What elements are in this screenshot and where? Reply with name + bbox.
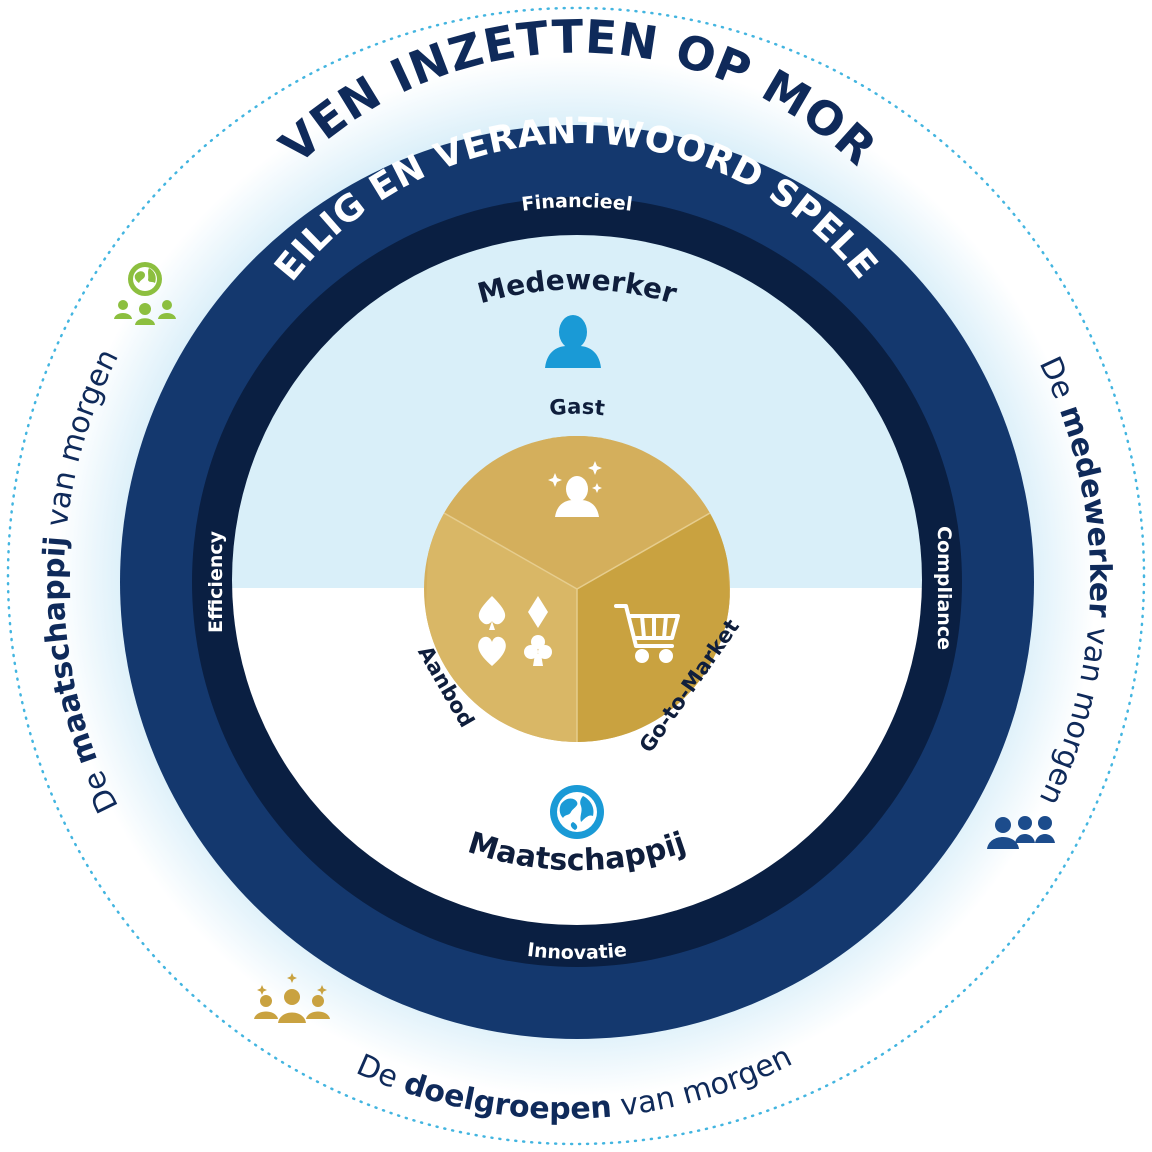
- star-person-icon: [548, 461, 602, 517]
- core-circle: [424, 436, 730, 742]
- dotted-boundary: [6, 6, 1146, 1146]
- globe-icon: [550, 785, 604, 839]
- card-suits-icon: [478, 596, 552, 666]
- people-group-icon: [987, 816, 1055, 849]
- band-label-financieel: Financieel: [520, 190, 633, 216]
- gast-label: Gast: [548, 395, 606, 421]
- band-label-compliance: Compliance: [933, 526, 955, 650]
- globe-people-icon: [114, 262, 176, 325]
- person-icon: [545, 315, 601, 368]
- shopping-cart-icon: [614, 604, 680, 663]
- band-label-efficiency: Efficiency: [205, 530, 227, 633]
- star-people-icon: [254, 973, 330, 1023]
- band-label-innovatie: Innovatie: [526, 939, 628, 964]
